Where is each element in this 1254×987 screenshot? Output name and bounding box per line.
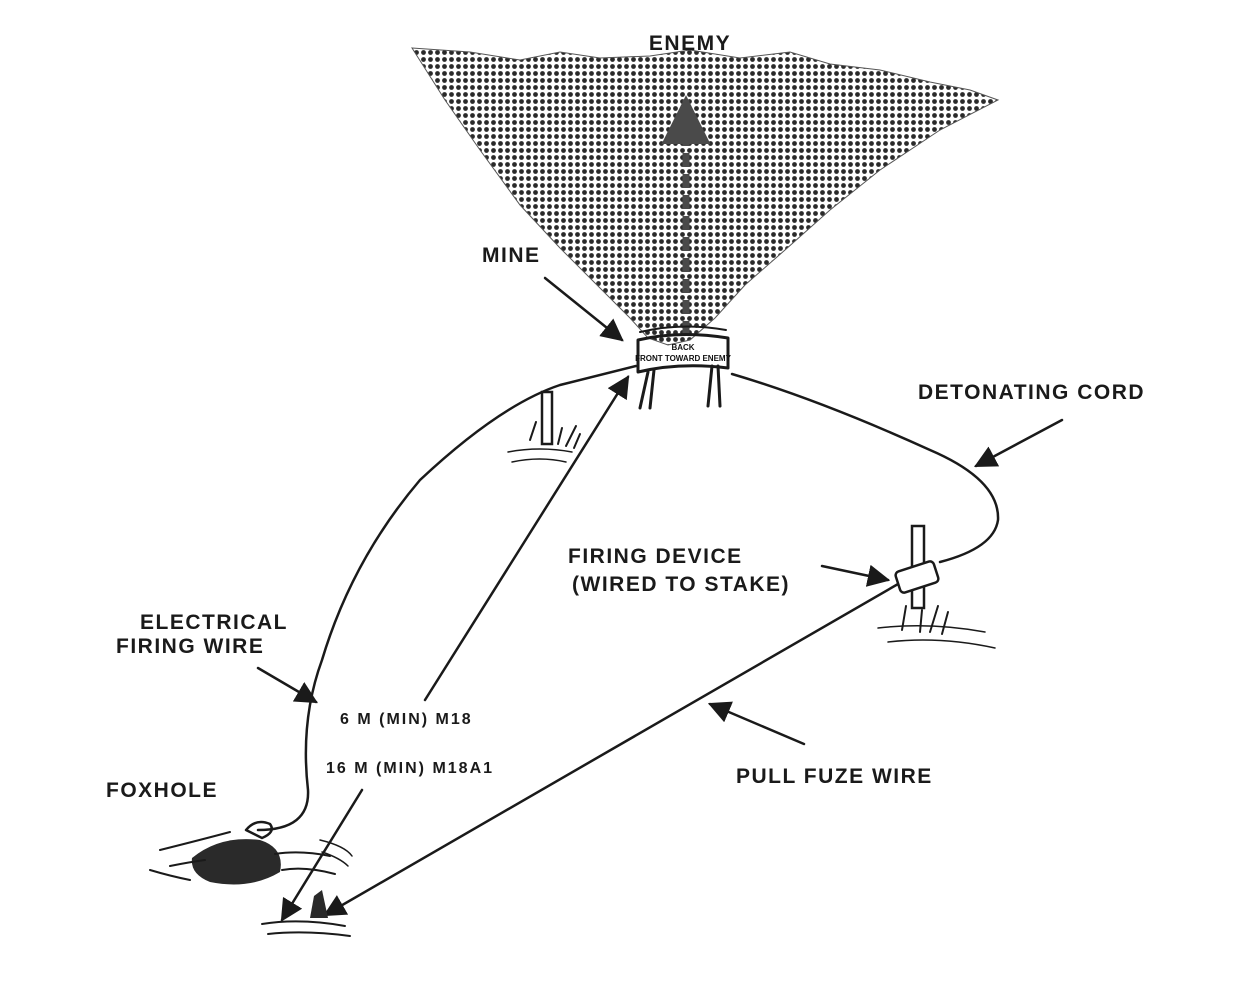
claymore-mine: BACK FRONT TOWARD ENEMY [635, 325, 732, 410]
detonating-cord [730, 372, 1000, 564]
mine-marking-front: FRONT TOWARD ENEMY [635, 354, 732, 363]
label-distance-m18: 6 M (MIN) M18 [340, 711, 473, 728]
label-detonating-cord: DETONATING CORD [918, 381, 1145, 404]
distance-arrow-to-mine [423, 375, 630, 702]
firing-device-stake [877, 524, 996, 649]
label-enemy: ENEMY [649, 32, 731, 55]
label-mine: MINE [482, 244, 541, 267]
label-electrical-line1: ELECTRICAL [140, 611, 288, 634]
label-firing-device-line1: FIRING DEVICE [568, 545, 743, 568]
pull-fuze-wire [323, 578, 907, 917]
mine-marking-back: BACK [671, 343, 694, 352]
electrical-firing-wire [256, 364, 638, 832]
label-electrical-line2: FIRING WIRE [116, 635, 264, 658]
ground-tuft-foxhole [261, 890, 351, 937]
detonating-cord-label-arrow [974, 418, 1064, 468]
mine-label-arrow [543, 276, 624, 342]
label-distance-m18a1: 16 M (MIN) M18A1 [326, 760, 494, 777]
blast-fan-area [411, 47, 1000, 346]
label-pull-fuze-wire: PULL FUZE WIRE [736, 765, 933, 788]
firing-device-label-arrow [820, 564, 891, 587]
stake-near-mine [507, 390, 581, 463]
label-firing-device-line2: (WIRED TO STAKE) [572, 573, 790, 596]
foxhole [149, 820, 353, 885]
pull-fuze-label-arrow [707, 701, 806, 746]
electrical-wire-label-arrow [256, 666, 318, 704]
label-foxhole: FOXHOLE [106, 779, 218, 802]
